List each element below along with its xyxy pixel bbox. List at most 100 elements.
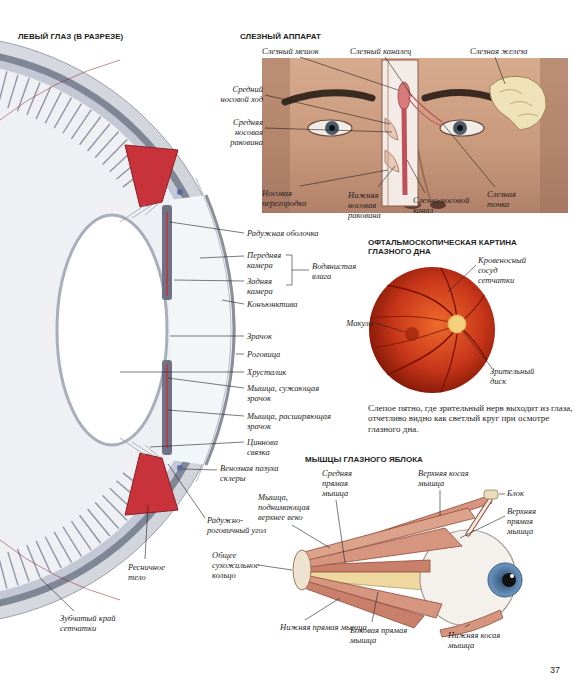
iris-muscle — [166, 364, 168, 448]
cornea — [206, 195, 234, 465]
sclera — [0, 35, 235, 625]
retinal-vessel — [380, 284, 457, 320]
part-label: Зрачок — [247, 331, 327, 341]
rib-line — [88, 509, 110, 536]
leader-line — [495, 57, 505, 84]
leader-line — [465, 624, 470, 627]
part-label: Ресничное тело — [128, 562, 173, 582]
part-label: Венозная пазуха склеры — [220, 463, 290, 483]
part-label: Носовая перегородка — [262, 188, 312, 208]
leader-line — [407, 160, 425, 193]
retinal-vessel — [461, 328, 492, 368]
lacrimal-canaliculus — [408, 98, 442, 126]
part-label: Мышца, поднимающая верхнее веко — [258, 492, 308, 522]
lacrimal-sac — [398, 82, 410, 110]
leader-line — [236, 354, 244, 355]
part-label: Зрительный диск — [490, 366, 535, 386]
part-label: Блок — [507, 488, 537, 498]
leader-line — [145, 505, 148, 559]
retinal-vessel — [461, 286, 490, 322]
rib-line — [45, 537, 61, 568]
part-label: Нижняя носовая раковина — [348, 190, 390, 220]
trochlea — [484, 490, 498, 499]
part-label: Водянистая влага — [312, 261, 362, 281]
leader-line — [265, 95, 390, 124]
part-label: Боковая прямая мышца — [350, 625, 410, 645]
venous-sinus — [177, 465, 183, 471]
leader-line — [40, 578, 74, 611]
leader-line — [443, 124, 495, 187]
part-label: Слезный каналец — [350, 46, 426, 56]
leader-line — [305, 598, 340, 620]
leader-line — [170, 336, 244, 337]
retinal-vessel — [372, 316, 450, 322]
fundus — [369, 267, 495, 393]
part-label: Общее сухожильное кольцо — [212, 550, 262, 580]
leader-line — [258, 565, 292, 570]
eye-section — [0, 35, 235, 625]
part-label: Мышца, расширяющая зрачок — [247, 411, 332, 431]
macula — [405, 327, 419, 341]
rib-line — [27, 545, 40, 577]
eye — [308, 120, 352, 136]
skin — [262, 58, 568, 213]
optic-disc — [448, 315, 466, 333]
highlight — [510, 574, 514, 578]
retinal-vessel — [385, 328, 457, 376]
leader-line — [170, 222, 244, 233]
leader-line — [372, 592, 378, 622]
rib-line — [27, 82, 40, 114]
part-label: Передняя камера — [247, 250, 292, 270]
rib-line — [95, 502, 118, 528]
middle-concha — [385, 118, 398, 140]
caption-note: Слепое пятно, где зрительный нерв выходи… — [368, 403, 573, 434]
superior-rectus — [308, 528, 462, 567]
leader-line — [378, 166, 395, 187]
face-photo — [262, 58, 568, 213]
inferior-rectus — [304, 581, 424, 628]
rib-line — [8, 552, 18, 585]
lacrimal-canaliculus — [408, 92, 442, 122]
nasal-cutaway — [382, 60, 418, 206]
leader-line — [183, 469, 217, 470]
part-label: Слезный мешок — [262, 46, 334, 56]
rib-line — [71, 110, 91, 139]
pupil — [502, 573, 516, 587]
part-label: Задняя камера — [247, 276, 287, 296]
rib-line — [95, 132, 118, 158]
part-label: Слезно-носовой канал — [413, 195, 475, 215]
rib-line — [0, 72, 7, 106]
iris — [453, 121, 467, 135]
leader-line — [168, 378, 244, 388]
leader-line — [385, 57, 412, 96]
lacrimal-gland — [490, 76, 546, 130]
gland-lobules — [500, 89, 538, 116]
section-heading: ЛЕВЫЙ ГЛАЗ (В РАЗРЕЗЕ) — [18, 32, 218, 41]
rib-line — [0, 555, 7, 589]
leader-line — [440, 490, 441, 516]
rib-line — [80, 515, 101, 543]
rib-line — [88, 124, 110, 151]
rib-line — [80, 117, 101, 145]
face-shadow — [540, 58, 568, 213]
leader-line — [168, 410, 244, 416]
eyebrow — [425, 92, 500, 100]
iris — [162, 360, 172, 455]
iris — [488, 563, 522, 597]
nasolacrimal-duct — [404, 108, 405, 195]
conjunctiva — [196, 178, 231, 482]
retinal-vessel — [374, 328, 450, 348]
nasal-septum — [388, 60, 389, 206]
part-label: Слезная точка — [487, 189, 527, 209]
part-label: Макула — [323, 318, 373, 328]
leader-line — [499, 494, 505, 495]
eye-muscles — [293, 490, 522, 637]
leader-line — [174, 280, 244, 281]
iris — [325, 121, 339, 135]
lens — [57, 215, 167, 445]
rib-line — [103, 140, 128, 165]
part-label: Конъюнктива — [247, 299, 327, 309]
retinal-vessel — [440, 330, 458, 394]
section-heading: ОФТАЛЬМОСКОПИЧЕСКАЯ КАРТИНА ГЛАЗНОГО ДНА — [368, 238, 553, 256]
